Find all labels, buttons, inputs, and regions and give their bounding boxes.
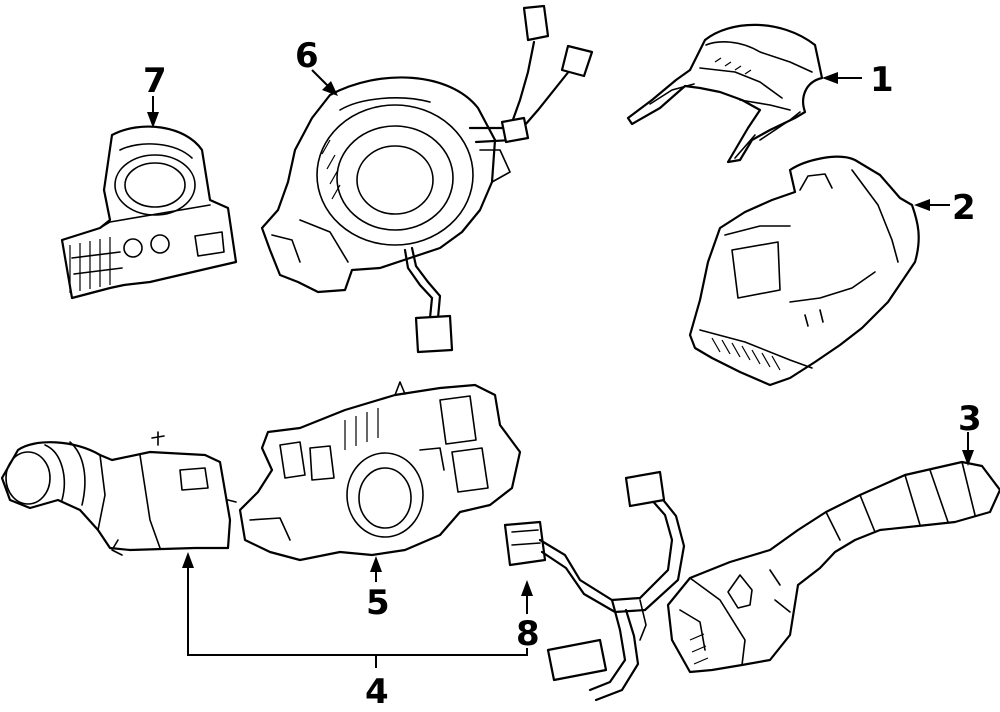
arrow-4 <box>182 552 194 568</box>
clock-spring <box>260 4 594 354</box>
arrow-1 <box>822 72 838 84</box>
arrow-6 <box>322 81 338 96</box>
wiper-switch <box>666 460 1000 674</box>
callout-leaders <box>147 69 974 668</box>
leader-6 <box>311 69 329 87</box>
callout-3: 3 <box>958 399 982 439</box>
callout-5: 5 <box>366 583 390 623</box>
arrow-3 <box>962 450 974 466</box>
callout-6: 6 <box>295 36 319 76</box>
steering-angle-sensor <box>60 125 238 300</box>
callout-8: 8 <box>516 614 540 654</box>
arrow-8 <box>521 580 533 596</box>
combination-switch-body <box>238 381 522 562</box>
arrow-7 <box>147 112 159 128</box>
switch-wiring-harness <box>503 470 686 702</box>
upper-column-cover <box>626 23 824 164</box>
arrow-5 <box>370 556 382 572</box>
callout-2: 2 <box>952 188 976 228</box>
leader-4-bracket <box>187 568 528 656</box>
callout-7: 7 <box>143 61 167 101</box>
lower-column-cover <box>688 155 920 387</box>
arrow-2 <box>914 199 930 211</box>
callout-4: 4 <box>365 672 389 712</box>
callout-1: 1 <box>870 60 894 100</box>
turn-signal-switch <box>0 431 237 556</box>
callout-labels: 1 2 3 4 5 6 7 8 <box>143 36 982 712</box>
